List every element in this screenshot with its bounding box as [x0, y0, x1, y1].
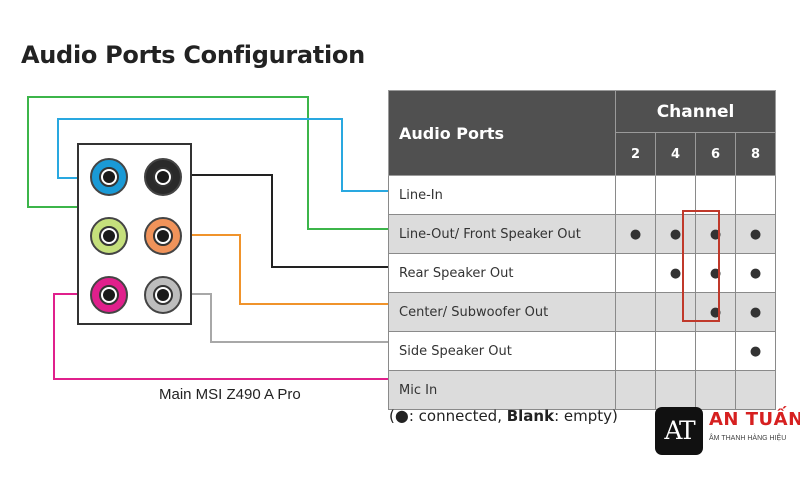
side-speaker-wire	[175, 293, 388, 343]
table-cell	[695, 175, 736, 215]
table-cell: ●	[695, 292, 736, 332]
center-subwoofer-jack	[144, 217, 182, 255]
legend-blank-word: Blank	[506, 407, 555, 425]
table-cell	[615, 331, 656, 371]
line-in-jack	[90, 158, 128, 196]
row-label: Center/ Subwoofer Out	[388, 292, 616, 332]
logo-mark: AT	[655, 407, 703, 455]
row-label: Rear Speaker Out	[388, 253, 616, 293]
table-cell: ●	[735, 331, 776, 371]
legend-empty-text: : empty)	[554, 407, 618, 425]
table-cell: ●	[655, 214, 696, 254]
page-title: Audio Ports Configuration	[21, 41, 365, 69]
legend-connected-text: : connected,	[408, 407, 507, 425]
logo-name: AN TUẤN	[709, 409, 800, 430]
table-row-line-in: Line-In	[388, 175, 776, 215]
table-cell	[735, 175, 776, 215]
logo-tagline: ÂM THANH HÀNG HIỆU	[709, 435, 787, 442]
row-label: Line-Out/ Front Speaker Out	[388, 214, 616, 254]
audio-ports-table: Audio Ports Channel 2 4 6 8 Line-In Line…	[388, 90, 776, 410]
mic-in-wire	[53, 293, 388, 380]
table-cell	[615, 370, 656, 410]
table-cell: ●	[615, 214, 656, 254]
connected-dot-icon: ●	[394, 406, 409, 425]
table-cell	[695, 331, 736, 371]
table-cell	[655, 331, 696, 371]
mic-in-jack	[90, 276, 128, 314]
channel-2-header: 2	[615, 132, 656, 176]
line-in-wire	[57, 118, 388, 192]
table-row-center-subwoofer: Center/ Subwoofer Out ● ●	[388, 292, 776, 332]
row-label: Mic In	[388, 370, 616, 410]
table-cell	[695, 370, 736, 410]
line-out-wire	[27, 96, 388, 230]
table-row-rear-speaker: Rear Speaker Out ● ● ●	[388, 253, 776, 293]
table-cell	[615, 175, 656, 215]
line-out-jack	[90, 217, 128, 255]
table-cell: ●	[735, 292, 776, 332]
table-cell	[735, 370, 776, 410]
table-cell	[615, 253, 656, 293]
board-label: Main MSI Z490 A Pro	[159, 386, 301, 403]
side-speaker-jack	[144, 276, 182, 314]
table-cell: ●	[695, 253, 736, 293]
table-cell	[655, 370, 696, 410]
table-row-line-out: Line-Out/ Front Speaker Out ● ● ● ●	[388, 214, 776, 254]
row-label: Line-In	[388, 175, 616, 215]
six-channel-highlight	[682, 210, 720, 322]
channel-6-header: 6	[695, 132, 736, 176]
an-tuan-logo: AT AN TUẤN ÂM THANH HÀNG HIỆU	[655, 407, 800, 467]
channel-8-header: 8	[735, 132, 776, 176]
table-cell	[655, 175, 696, 215]
audio-ports-header: Audio Ports	[388, 90, 616, 176]
rear-io-panel	[77, 143, 192, 325]
table-cell: ●	[735, 253, 776, 293]
table-cell: ●	[695, 214, 736, 254]
legend: (●: connected, Blank: empty)	[389, 406, 618, 425]
table-cell	[655, 292, 696, 332]
table-row-mic-in: Mic In	[388, 370, 776, 410]
rear-speaker-jack	[144, 158, 182, 196]
table-cell: ●	[735, 214, 776, 254]
channel-header: Channel	[615, 90, 776, 133]
table-cell	[615, 292, 656, 332]
rear-speaker-wire	[175, 174, 388, 268]
row-label: Side Speaker Out	[388, 331, 616, 371]
channel-4-header: 4	[655, 132, 696, 176]
legend-open-paren: (	[389, 407, 395, 425]
center-subwoofer-wire	[175, 234, 388, 305]
table-row-side-speaker: Side Speaker Out ●	[388, 331, 776, 371]
